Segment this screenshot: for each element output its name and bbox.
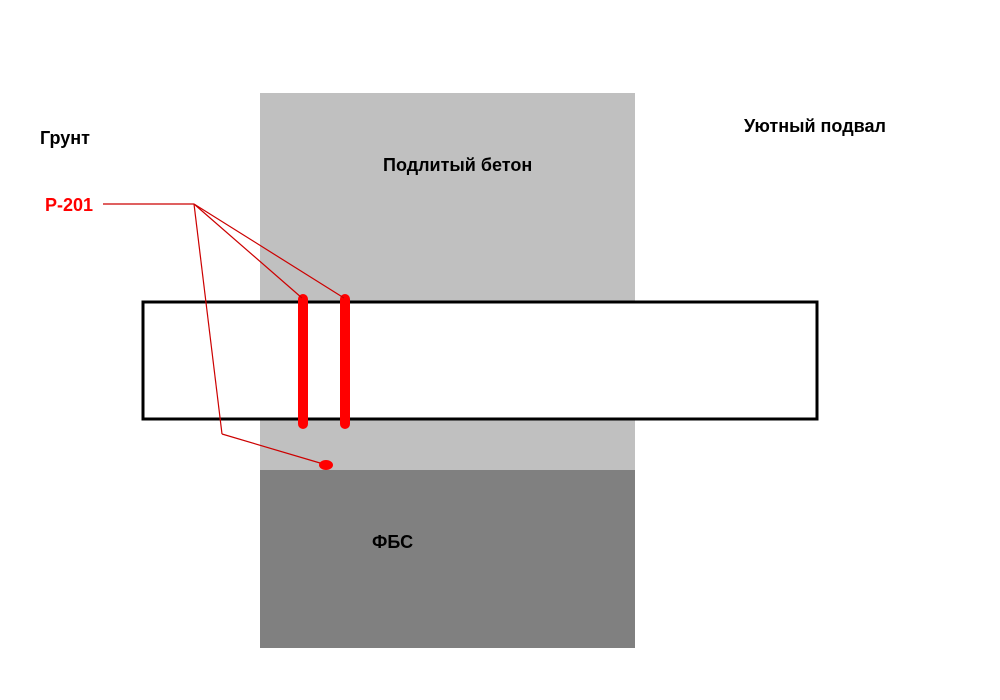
label-sealant: Р-201 (45, 195, 94, 215)
leader-line-to-bead (221, 433, 321, 464)
sealant-bead (319, 460, 333, 470)
leader-line-to-ring-1 (193, 203, 303, 299)
leader-lines (103, 203, 345, 464)
pipe-sleeve (141, 300, 819, 421)
label-soil: Грунт (40, 128, 90, 148)
fbs-block (260, 470, 635, 648)
label-poured-concrete: Подлитый бетон (383, 155, 533, 175)
label-fbs: ФБС (372, 532, 414, 552)
leader-line-to-ring-2 (193, 203, 345, 299)
leader-line-down (193, 203, 223, 435)
label-basement: Уютный подвал (744, 116, 886, 136)
